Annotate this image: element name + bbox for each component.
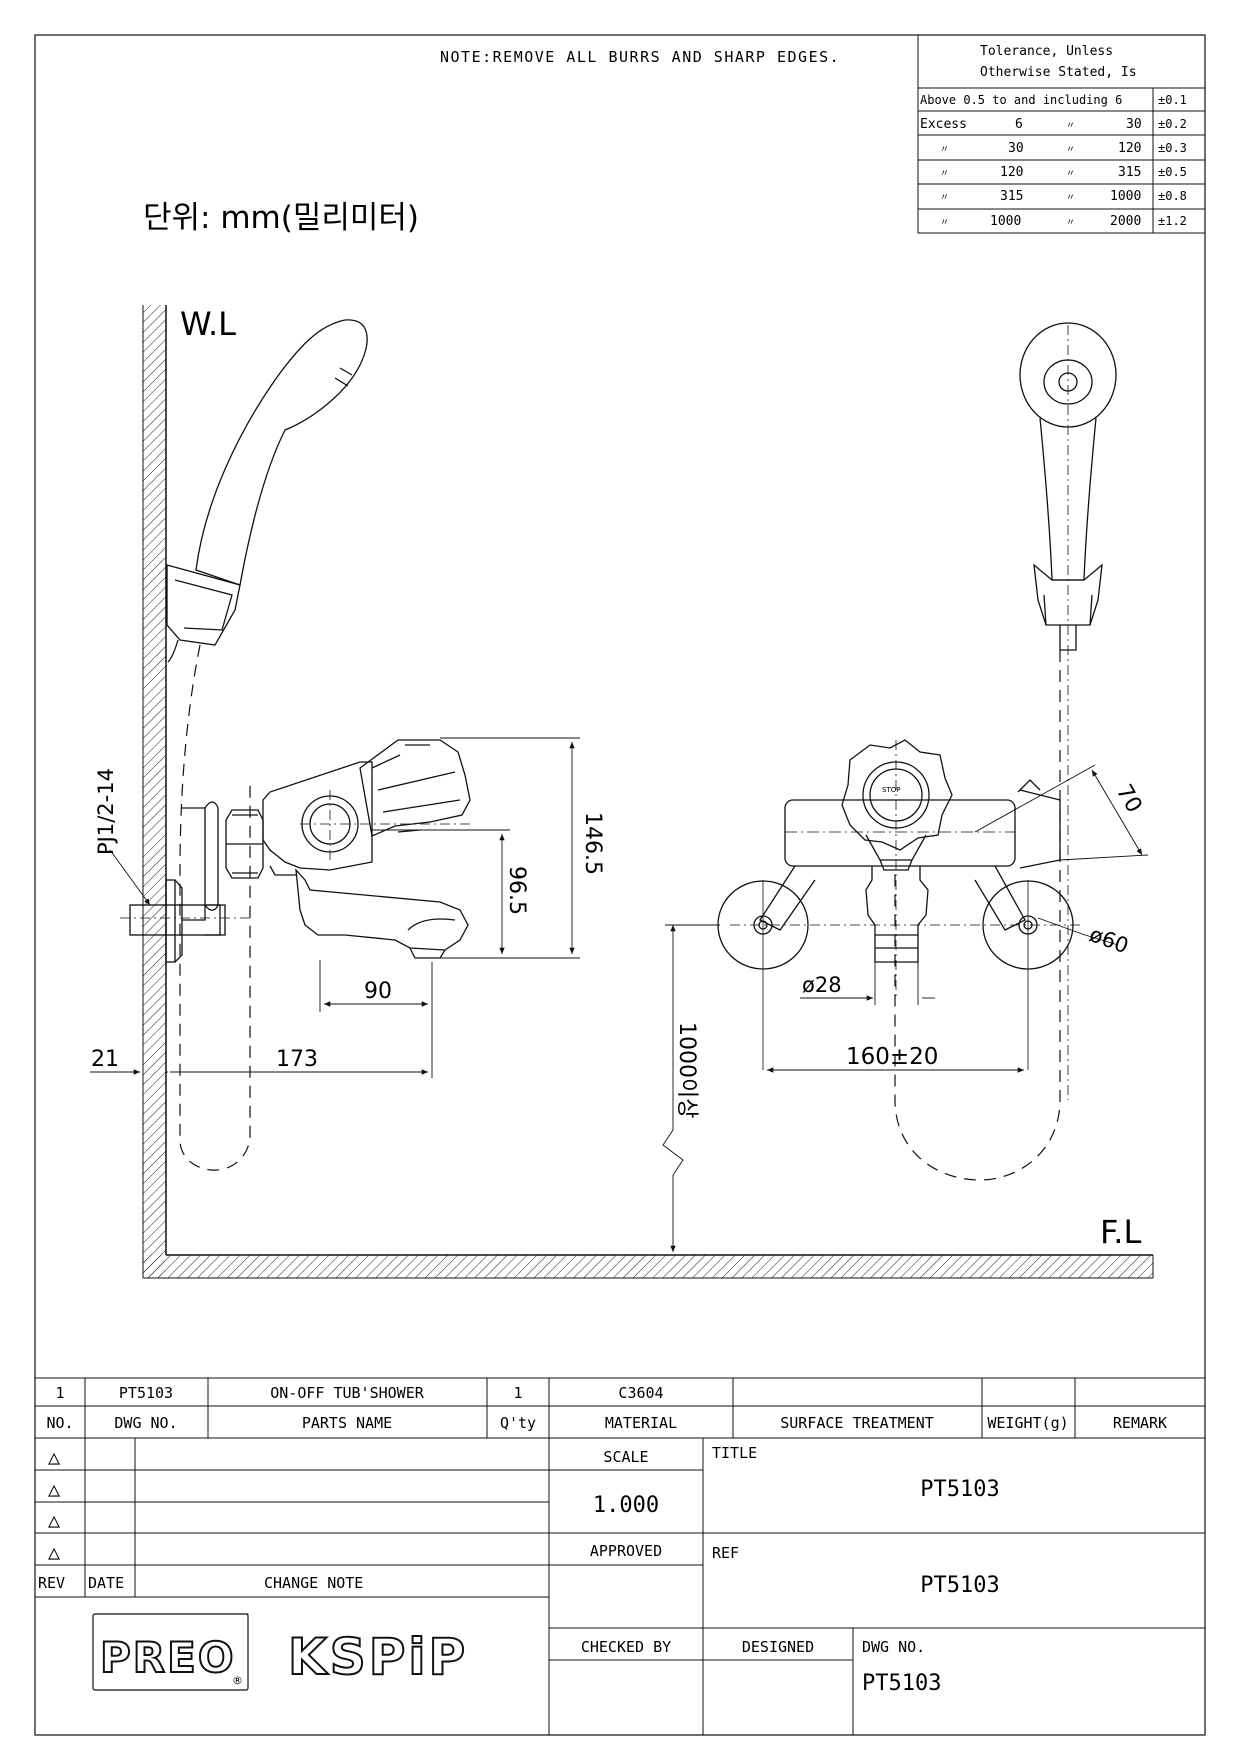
part-no: 1	[55, 1384, 64, 1402]
tol-row-5-a: 〃	[940, 218, 949, 228]
tolerance-title-1: Tolerance, Unless	[980, 44, 1113, 59]
rev-symbol-1: △	[48, 1445, 60, 1469]
part-dwg-no: PT5103	[119, 1384, 173, 1402]
tol-row-1-c: 〃	[1066, 121, 1075, 131]
dim-21: 21	[91, 1047, 119, 1072]
ref-label: REF	[712, 1544, 739, 1562]
date-label: DATE	[88, 1574, 124, 1592]
rev-label: REV	[38, 1574, 65, 1592]
registered-mark: ®	[232, 1674, 243, 1687]
approved-label: APPROVED	[590, 1542, 662, 1560]
title-label: TITLE	[712, 1444, 757, 1462]
header-parts-name: PARTS NAME	[302, 1414, 392, 1432]
rev-symbol-2: △	[48, 1477, 60, 1501]
note-text: NOTE:REMOVE ALL BURRS AND SHARP EDGES.	[440, 48, 840, 66]
dim-173: 173	[276, 1047, 318, 1072]
ref-value: PT5103	[920, 1573, 999, 1598]
tol-row-0-a: Above 0.5 to and including 6	[920, 93, 1122, 107]
tol-row-1-a: Excess	[920, 117, 967, 132]
front-hose-dashed	[894, 650, 1061, 1181]
knob-stop-text: STOP	[882, 786, 900, 794]
part-material: C3604	[618, 1384, 663, 1402]
tol-row-4-a: 〃	[940, 193, 949, 203]
wall-line-label: W.L	[180, 305, 236, 343]
kspip-logo: KSPiP	[287, 1627, 468, 1687]
tol-row-1-d: 30	[1126, 117, 1142, 132]
tol-row-5-b: 1000	[990, 214, 1021, 229]
dwg-no-label: DWG NO.	[862, 1638, 925, 1656]
tolerance-title-2: Otherwise Stated, Is	[980, 65, 1137, 80]
header-weight: WEIGHT(g)	[987, 1414, 1068, 1432]
designed-label: DESIGNED	[742, 1638, 814, 1656]
tol-row-3-d: 315	[1118, 165, 1141, 180]
floor-hatch	[143, 1255, 1153, 1278]
tol-row-1-tol: ±0.2	[1158, 117, 1187, 131]
side-shower-head	[166, 319, 368, 663]
rev-symbol-4: △	[48, 1540, 60, 1564]
title-block: △ △ △ △ REV DATE CHANGE NOTE SCALE 1.000…	[35, 1438, 1205, 1735]
parts-list: 1 PT5103 ON-OFF TUB'SHOWER 1 C3604 NO. D…	[35, 1377, 1205, 1439]
preo-logo-text: PREO	[100, 1633, 236, 1682]
header-material: MATERIAL	[605, 1414, 677, 1432]
wall-hatch	[143, 305, 166, 1278]
tol-row-5-c: 〃	[1066, 218, 1075, 228]
scale-value: 1.000	[593, 1493, 659, 1518]
change-note-label: CHANGE NOTE	[264, 1574, 363, 1592]
header-surface: SURFACE TREATMENT	[780, 1414, 934, 1432]
part-qty: 1	[513, 1384, 522, 1402]
front-faucet-body	[717, 739, 1074, 970]
tol-row-4-d: 1000	[1110, 189, 1141, 204]
floor-height-dim	[662, 924, 720, 1252]
tol-row-2-b: 30	[1008, 141, 1024, 156]
tol-row-2-tol: ±0.3	[1158, 141, 1187, 155]
unit-label: 단위: mm(밀리미터)	[143, 200, 419, 236]
checked-by-label: CHECKED BY	[581, 1638, 671, 1656]
header-qty: Q'ty	[500, 1414, 536, 1432]
tol-row-3-b: 120	[1000, 165, 1023, 180]
part-name: ON-OFF TUB'SHOWER	[270, 1384, 424, 1402]
tol-row-4-c: 〃	[1066, 193, 1075, 203]
dim-phi28: ø28	[802, 973, 842, 997]
dim-146-5: 146.5	[580, 812, 605, 875]
sheet-border	[34, 34, 1206, 1736]
scale-label: SCALE	[603, 1448, 648, 1466]
dim-phi60: ø60	[1086, 922, 1131, 958]
tol-row-5-d: 2000	[1110, 214, 1141, 229]
front-dimensions	[767, 764, 1149, 1073]
header-dwg-no: DWG NO.	[114, 1414, 177, 1432]
side-faucet-body	[129, 739, 471, 963]
tol-row-0-tol: ±0.1	[1158, 93, 1187, 107]
tolerance-table: Tolerance, Unless Otherwise Stated, Is A…	[917, 34, 1206, 234]
header-no: NO.	[46, 1414, 73, 1432]
title-value: PT5103	[920, 1477, 999, 1502]
side-dimensions	[90, 737, 580, 1078]
tol-row-5-tol: ±1.2	[1158, 214, 1187, 228]
floor-line-label: F.L	[1100, 1213, 1141, 1251]
preo-logo: PREO ®	[92, 1613, 249, 1691]
tol-row-3-c: 〃	[1066, 169, 1075, 179]
tol-row-4-b: 315	[1000, 189, 1023, 204]
floor-height-label: 1000이상	[674, 1022, 699, 1118]
dim-96-5: 96.5	[504, 866, 529, 915]
dwg-no-value: PT5103	[862, 1671, 941, 1696]
tol-row-3-a: 〃	[940, 169, 949, 179]
dim-90: 90	[364, 979, 392, 1004]
tol-row-1-b: 6	[1015, 117, 1023, 132]
tol-row-2-a: 〃	[940, 145, 949, 155]
tol-row-2-c: 〃	[1066, 145, 1075, 155]
tol-row-4-tol: ±0.8	[1158, 189, 1187, 203]
rev-symbol-3: △	[48, 1508, 60, 1532]
tol-row-3-tol: ±0.5	[1158, 165, 1187, 179]
side-hose-dashed	[179, 644, 251, 1171]
kspip-logo-text: KSPiP	[288, 1628, 468, 1686]
thread-label: PJ1/2-14	[94, 768, 118, 855]
dim-160-20: 160±20	[846, 1044, 938, 1070]
header-remark: REMARK	[1113, 1414, 1167, 1432]
tol-row-2-d: 120	[1118, 141, 1141, 156]
